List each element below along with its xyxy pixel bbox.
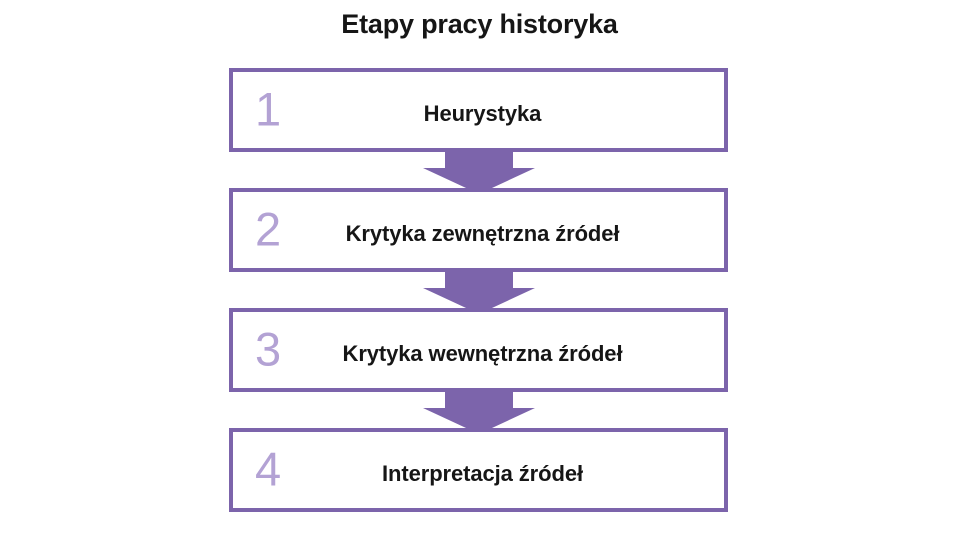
step-row: 1 Heurystyka — [229, 68, 728, 194]
down-arrow-icon — [422, 382, 535, 434]
step-label-2: Krytyka zewnętrzna źródeł — [345, 221, 620, 246]
diagram-title: Etapy pracy historyka — [341, 9, 618, 39]
step-row: 4 Interpretacja źródeł — [229, 428, 728, 548]
step-row: 3 Krytyka wewnętrzna źródeł — [229, 308, 728, 434]
step-number-3: 3 — [255, 322, 282, 376]
step-number-2: 2 — [255, 202, 282, 256]
down-arrow-icon — [422, 262, 535, 314]
step-box-2[interactable]: 2 Krytyka zewnętrzna źródeł — [229, 188, 728, 272]
step-label-1: Heurystyka — [423, 101, 542, 126]
steps-stack: 1 Heurystyka 2 Krytyka zewnętrzna źródeł — [229, 68, 728, 548]
step-box-3[interactable]: 3 Krytyka wewnętrzna źródeł — [229, 308, 728, 392]
step-label-3: Krytyka wewnętrzna źródeł — [342, 341, 623, 366]
down-arrow-icon — [422, 142, 535, 194]
step-label-4: Interpretacja źródeł — [382, 461, 583, 486]
step-number-1: 1 — [255, 82, 282, 136]
diagram-canvas: Etapy pracy historyka 1 Heurystyka 2 Kry… — [229, 9, 728, 512]
step-box-1[interactable]: 1 Heurystyka — [229, 68, 728, 152]
step-number-4: 4 — [255, 442, 282, 496]
step-box-4[interactable]: 4 Interpretacja źródeł — [229, 428, 728, 512]
step-row: 2 Krytyka zewnętrzna źródeł — [229, 188, 728, 314]
